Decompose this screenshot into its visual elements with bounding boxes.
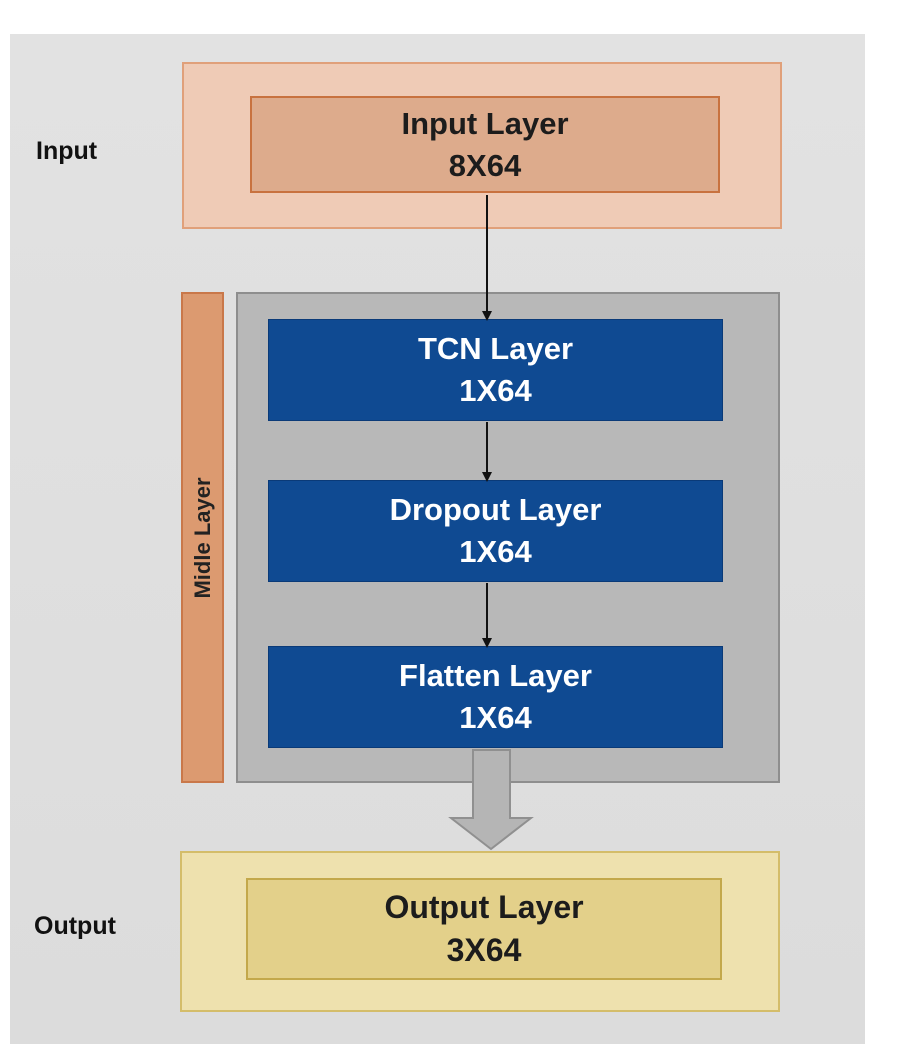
dropout-layer-shape: 1X64: [459, 534, 532, 569]
output-layer-box: Output Layer 3X64: [246, 878, 722, 980]
input-layer-box: Input Layer 8X64: [250, 96, 720, 193]
output-layer-name: Output Layer: [384, 888, 584, 925]
input-layer-name: Input Layer: [401, 105, 569, 141]
middle-layer-label-strip: Midle Layer: [181, 292, 224, 783]
dropout-layer-name: Dropout Layer: [389, 492, 602, 528]
input-layer-shape: 8X64: [448, 147, 522, 183]
input-side-label: Input: [36, 137, 98, 165]
flatten-layer-box: Flatten Layer 1X64: [268, 646, 723, 748]
output-layer-shape: 3X64: [446, 932, 522, 968]
output-side-label: Output: [34, 912, 116, 940]
flatten-layer-name: Flatten Layer: [399, 658, 592, 694]
tcn-layer-box: TCN Layer 1X64: [268, 319, 723, 421]
tcn-layer-name: TCN Layer: [417, 331, 574, 367]
tcn-layer-shape: 1X64: [459, 373, 532, 408]
dropout-layer-box: Dropout Layer 1X64: [268, 480, 723, 582]
flatten-layer-shape: 1X64: [459, 700, 532, 735]
block-arrow-to-output: [448, 749, 534, 851]
